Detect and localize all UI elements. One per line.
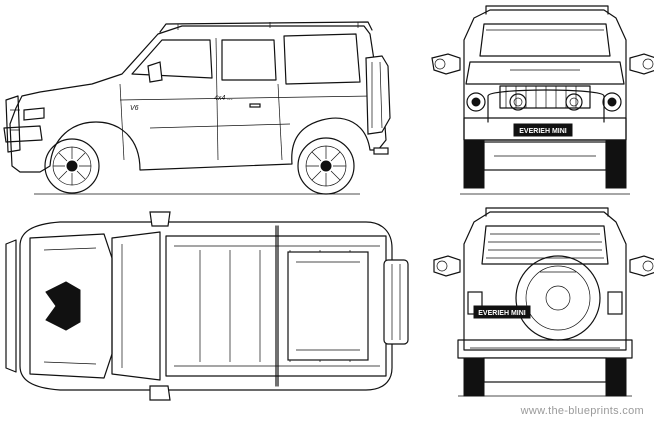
watermark: www.the-blueprints.com [520, 405, 644, 417]
front-plate: EVERIEH MINI [519, 128, 567, 135]
front-view: EVERIEH MINI [431, 5, 654, 195]
rear-view: EVERIEH MINI [433, 207, 654, 397]
rear-plate: EVERIEH MINI [478, 310, 526, 317]
top-view [5, 211, 409, 401]
side-view: V6 4x4 ... [3, 21, 391, 195]
side-drive-badge: 4x4 ... [214, 95, 233, 102]
side-model-badge: V6 [130, 105, 139, 112]
